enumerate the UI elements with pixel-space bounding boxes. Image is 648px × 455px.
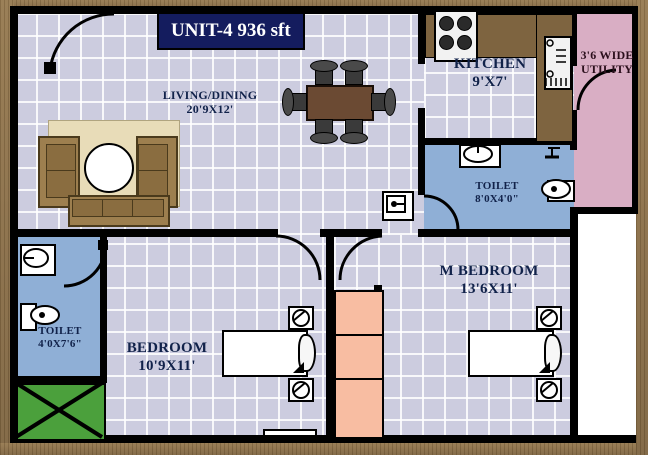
dining-chair-bottom-right-back xyxy=(340,132,368,144)
label-master-bedroom-name: M BEDROOM xyxy=(439,263,539,279)
label-bedroom-dims: 10'9X11' xyxy=(138,357,196,374)
bed-master-lamp-bottom xyxy=(540,381,558,399)
coffee-table xyxy=(84,143,134,193)
wall-kitchen-utility xyxy=(570,6,577,66)
label-utility-name: 3'6 WIDE xyxy=(580,48,634,62)
wall-exterior-left xyxy=(10,6,18,443)
dining-chair-top-right-back xyxy=(340,60,368,72)
toilet-secondary-washbasin-icon xyxy=(20,244,56,276)
wall-toilet-secondary-bottom xyxy=(10,376,107,383)
stove-burner-3 xyxy=(439,35,454,50)
wardrobe-panel-3 xyxy=(334,378,384,439)
unit-badge-line1: UNIT-4 xyxy=(171,20,233,41)
dining-chair-bottom-left-back xyxy=(310,132,338,144)
exterior-wood-bottom xyxy=(0,443,648,455)
bed-master-pillow xyxy=(544,334,562,372)
label-toilet-master-name: TOILET xyxy=(475,180,519,192)
exterior-wood-top xyxy=(0,0,648,10)
bed-master xyxy=(468,330,554,377)
wall-exterior-right-utility xyxy=(632,6,638,214)
wardrobe-panel-2 xyxy=(334,334,384,380)
dining-chair-right-back xyxy=(384,88,396,116)
wall-fixture-icon xyxy=(382,191,414,221)
label-kitchen-name: KITCHEN xyxy=(453,56,527,72)
label-toilet-master: TOILET 8'0X4'0" xyxy=(452,180,542,206)
label-master-bedroom-dims: 13'6X11' xyxy=(460,280,518,297)
wall-bedroom-divider-lower xyxy=(326,285,334,443)
bed-master-lamp-top xyxy=(540,309,558,327)
armchair-right-cushion-top xyxy=(138,144,168,172)
stove-burner-4 xyxy=(457,35,472,50)
sofa-cushion-1 xyxy=(72,199,104,217)
bed-secondary xyxy=(222,330,308,377)
wall-exterior-top xyxy=(14,6,636,14)
label-living-dining-name: LIVING/DINING xyxy=(162,88,258,102)
wall-exterior-right-lower xyxy=(570,213,578,443)
exterior-wood-right xyxy=(636,0,648,455)
armchair-left-cushion-top xyxy=(46,144,76,172)
bed-secondary-pillow xyxy=(298,334,316,372)
toilet-master-washbasin-icon xyxy=(459,144,501,168)
stove-burner-2 xyxy=(457,16,472,31)
sofa-cushion-2 xyxy=(102,199,134,217)
dining-table xyxy=(306,85,374,121)
wardrobe-panel-1 xyxy=(334,290,384,336)
label-living-dining: LIVING/DINING 20'9X12' xyxy=(150,88,270,116)
label-toilet-master-dims: 8'0X4'0" xyxy=(475,192,519,205)
kitchen-sink-icon xyxy=(544,36,572,90)
dining-chair-top-left-back xyxy=(310,60,338,72)
label-toilet-secondary-dims: 4'0X7'6" xyxy=(38,337,82,350)
wall-living-bedroom-right xyxy=(418,229,578,237)
service-area-green xyxy=(16,383,106,441)
wall-kitchen-toilet xyxy=(418,138,576,145)
dining-chair-left-back xyxy=(282,88,294,116)
unit-badge: UNIT-4 936 sft xyxy=(157,12,305,51)
label-utility-dims: UTILITY xyxy=(580,62,634,77)
sofa-cushion-3 xyxy=(132,199,164,217)
wall-toilet-master-left xyxy=(418,145,425,195)
label-living-dining-dims: 20'9X12' xyxy=(186,102,234,117)
label-bedroom: BEDROOM 10'9X11' xyxy=(112,340,222,375)
armchair-right-cushion-bottom xyxy=(138,170,168,198)
wall-toilet-secondary-right xyxy=(100,237,107,382)
wall-kitchen-utility-lower xyxy=(570,110,577,150)
bed-secondary-lamp-top xyxy=(292,309,310,327)
stove-burner-1 xyxy=(439,16,454,31)
floor-utility xyxy=(574,10,636,213)
unit-badge-line2: 936 sft xyxy=(237,20,291,41)
wall-utility-bottom xyxy=(570,207,638,214)
wall-kitchen-left xyxy=(418,6,425,64)
label-bedroom-name: BEDROOM xyxy=(126,340,208,356)
label-utility: 3'6 WIDE UTILITY xyxy=(578,48,636,76)
armchair-left-cushion-bottom xyxy=(46,170,76,198)
toilet-master-wc-icon xyxy=(547,180,575,202)
label-master-bedroom: M BEDROOM 13'6X11' xyxy=(414,263,564,298)
bed-secondary-lamp-bottom xyxy=(292,381,310,399)
label-toilet-secondary-name: TOILET xyxy=(38,325,82,337)
wall-living-bedroom xyxy=(10,229,278,237)
wall-living-bedroom-mid xyxy=(320,229,382,237)
label-toilet-secondary: TOILET 4'0X7'6" xyxy=(22,325,98,351)
wall-kitchen-left-lower xyxy=(418,108,425,144)
label-kitchen-dims: 9'X7' xyxy=(472,73,508,90)
wall-bedroom-divider-upper xyxy=(326,237,334,285)
wall-exterior-bottom xyxy=(10,435,636,443)
label-kitchen: KITCHEN 9'X7' xyxy=(432,56,548,91)
